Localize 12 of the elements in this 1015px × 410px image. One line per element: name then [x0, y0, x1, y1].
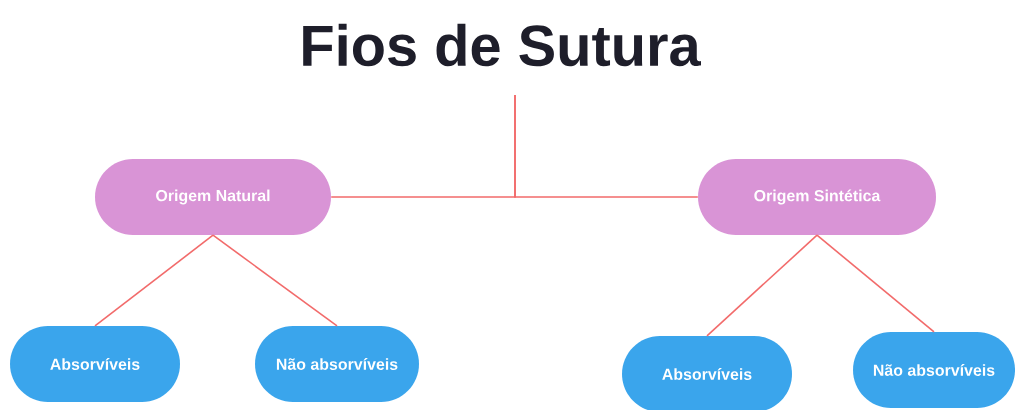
title-text: Fios de Sutura: [303, 23, 701, 67]
category-pill: Origem Natural: [95, 159, 331, 235]
category-pill: Origem Sintética: [698, 159, 936, 235]
subcategory-pill: Absorvíveis: [10, 326, 180, 402]
connector-line: [706, 234, 818, 337]
subcategory-pill: Não absorvíveis: [255, 326, 419, 402]
subcategory-pill: Não absorvíveis: [853, 332, 1015, 408]
connector-line: [816, 234, 935, 333]
connector-line: [514, 94, 699, 198]
connector-line: [212, 234, 338, 327]
subcategory-pill: Absorvíveis: [622, 336, 792, 410]
connector-line: [94, 234, 214, 327]
